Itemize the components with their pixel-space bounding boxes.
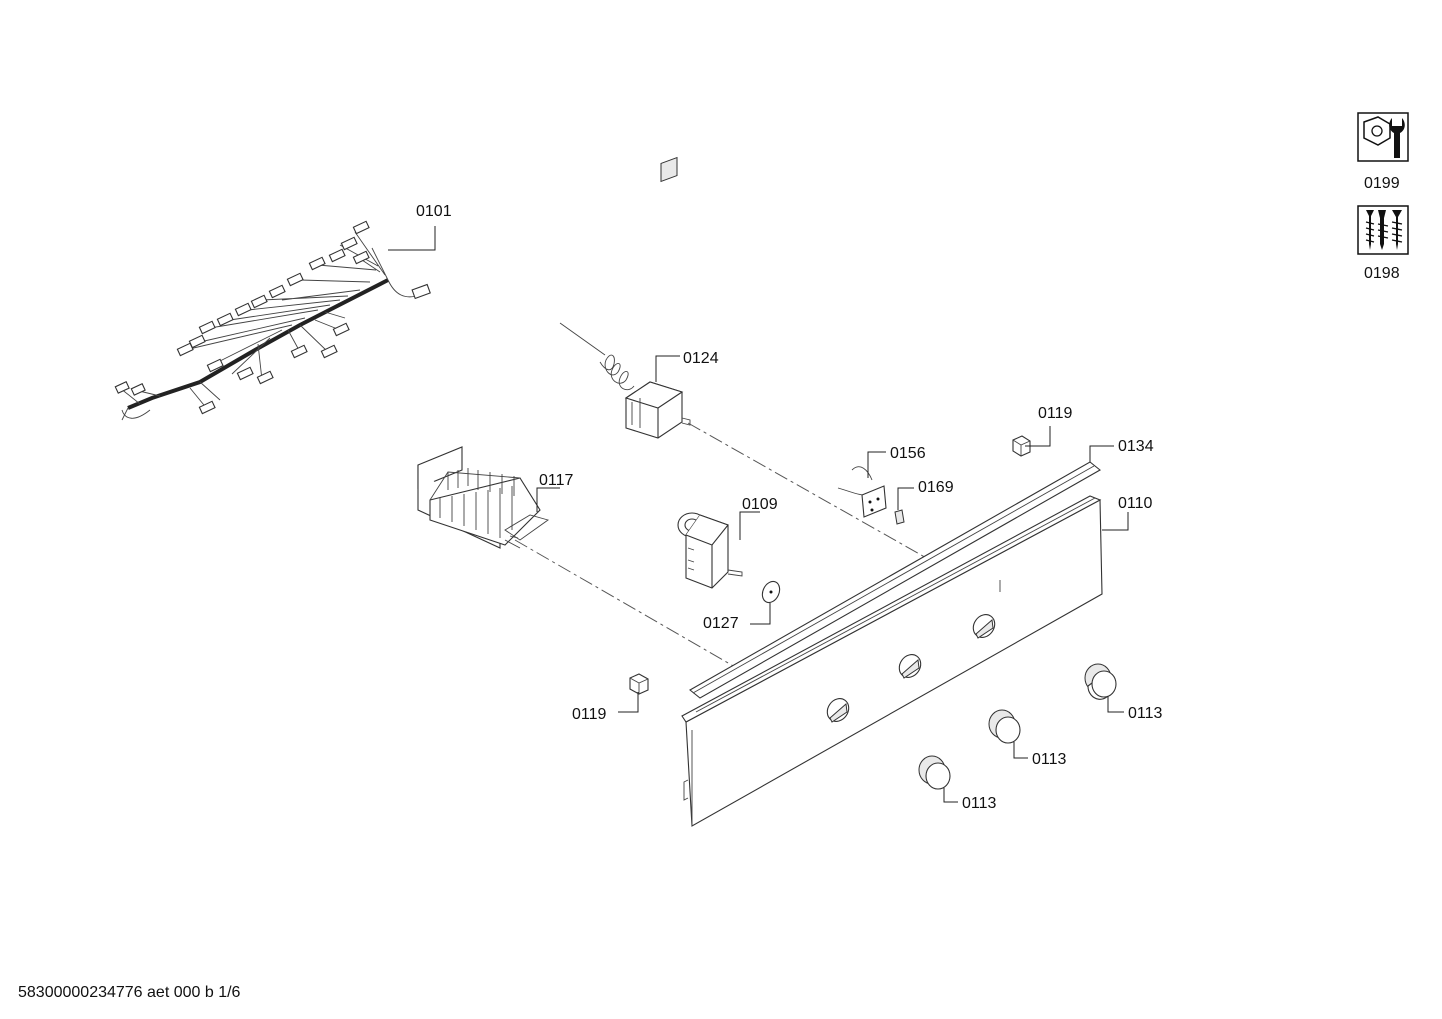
knob-0113-right (1084, 663, 1117, 700)
axis-line-0124 (687, 422, 931, 561)
part-label-0169: 0169 (918, 479, 954, 496)
part-label-0117: 0117 (539, 472, 574, 489)
lamp-0169 (894, 509, 905, 525)
leader-0134 (1089, 445, 1114, 462)
part-label-0110: 0110 (1118, 495, 1153, 512)
part-label-0124: 0124 (683, 350, 719, 367)
part-label-0113-left: 0113 (962, 795, 997, 812)
part-label-0119-top: 0119 (1038, 405, 1073, 422)
leader-0117 (536, 487, 560, 512)
part-label-0156: 0156 (890, 445, 926, 462)
wiring-harness-0101 (114, 220, 431, 421)
clip-0119-top (1012, 435, 1031, 457)
leader-0124 (655, 355, 680, 382)
part-label-0134: 0134 (1118, 438, 1154, 455)
part-label-0109: 0109 (742, 496, 778, 513)
part-label-0198: 0198 (1364, 265, 1400, 282)
thermostat-0124 (559, 156, 691, 439)
leader-0119-bottom (618, 692, 639, 713)
part-label-0199: 0199 (1364, 175, 1400, 192)
wrench-nut-icon (1357, 112, 1409, 162)
leader-0109 (739, 511, 760, 540)
screws-icon (1357, 205, 1409, 255)
trim-strip-0134 (689, 461, 1101, 699)
leader-0156 (867, 451, 886, 478)
leader-0110 (1102, 512, 1129, 531)
knob-0113-left (918, 755, 951, 790)
selector-switch-0117 (417, 446, 550, 549)
leader-0101 (388, 226, 436, 251)
leader-0127 (750, 603, 771, 625)
leader-0113-right (1107, 696, 1124, 713)
axis-line-0117 (514, 539, 736, 668)
document-id: 58300000234776 aet 000 b 1/6 (18, 984, 241, 1001)
clip-0119-bottom (629, 673, 649, 695)
leader-0113-left (943, 788, 958, 803)
timer-motor-0109 (677, 512, 743, 589)
part-label-0101: 0101 (416, 203, 452, 220)
part-label-0113-middle: 0113 (1032, 751, 1067, 768)
knob-0113-middle (988, 709, 1021, 744)
part-label-0119-bottom: 0119 (572, 706, 607, 723)
circuit-board-0156 (837, 466, 887, 518)
part-label-0113-right: 0113 (1128, 705, 1163, 722)
part-label-0127: 0127 (703, 615, 739, 632)
leader-0113-middle (1013, 742, 1028, 759)
leader-0119-top (1025, 426, 1051, 447)
control-panel-0110 (681, 495, 1103, 827)
leader-0169 (897, 487, 914, 510)
